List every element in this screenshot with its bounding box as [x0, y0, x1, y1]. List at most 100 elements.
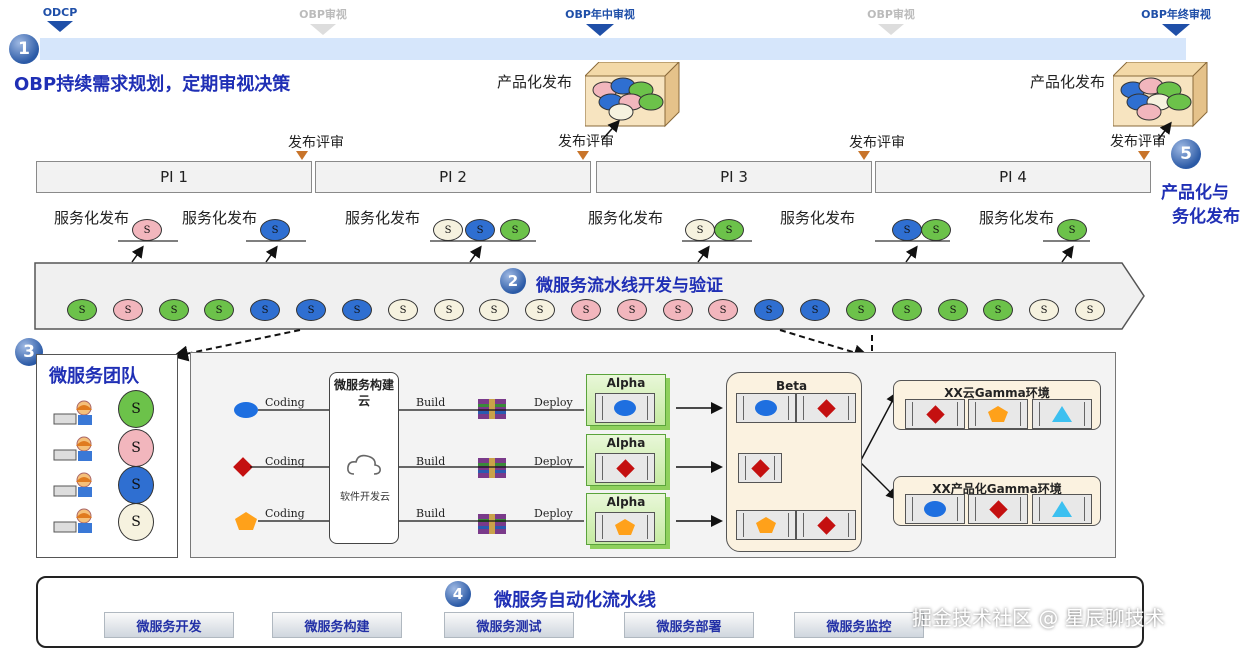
beta-label: Beta: [776, 379, 808, 393]
pipeline-service-icon: S: [1029, 299, 1059, 321]
gamma-slot: [1032, 399, 1092, 429]
milestone-obp-review-1: OBP审视: [288, 6, 358, 35]
service-icon: S: [500, 219, 530, 241]
red-service-shape: [816, 515, 836, 535]
build-cloud: [329, 372, 399, 544]
beta-slot: [738, 453, 782, 483]
cyan-service-shape: [1052, 501, 1072, 517]
deploy-label: Deploy: [534, 455, 573, 468]
pipeline-service-icon: S: [67, 299, 97, 321]
pipeline-service-icon: S: [663, 299, 693, 321]
pipeline-service-icon: S: [296, 299, 326, 321]
milestone-marker: [878, 24, 904, 35]
gamma-product-title: XX产品化Gamma环境: [932, 482, 1062, 496]
pipeline-service-icon: S: [617, 299, 647, 321]
pi-box-3: PI 3: [596, 161, 872, 193]
build-label: Build: [416, 507, 446, 520]
developer-icon: [53, 508, 92, 533]
pipeline-service-icon: S: [342, 299, 372, 321]
pipeline-title: 微服务流水线开发与验证: [536, 276, 723, 296]
developer-icon: [53, 472, 92, 497]
pipeline-service-icon: S: [571, 299, 601, 321]
review-marker: [577, 151, 589, 160]
alpha-label: Alpha: [606, 376, 646, 390]
build-label: Build: [416, 455, 446, 468]
milestone-label: OBP年中审视: [565, 8, 635, 21]
milestone-label: ODCP: [42, 6, 78, 19]
deploy-label: Deploy: [534, 396, 573, 409]
release-review-label: 发布评审: [849, 135, 905, 151]
release-review-label: 发布评审: [558, 134, 614, 150]
orange-service-shape: [756, 517, 776, 533]
pipeline-service-icon: S: [434, 299, 464, 321]
package-icon: [478, 458, 506, 478]
coding-label: Coding: [265, 455, 305, 468]
pipeline-service-icon: S: [1075, 299, 1105, 321]
pipeline-service-icon: S: [159, 299, 189, 321]
product-release-label-2: 产品化发布: [1030, 73, 1106, 91]
team-title: 微服务团队: [49, 366, 139, 387]
gamma-slot: [905, 494, 965, 524]
milestone-marker: [310, 24, 336, 35]
build-cloud-title: 微服务构建云: [333, 378, 394, 408]
cyan-service-shape: [1052, 406, 1072, 422]
milestone-odcp: ODCP: [30, 6, 90, 32]
beta-slot: [736, 510, 796, 540]
red-service-shape: [816, 398, 836, 418]
alpha-env-3: Alpha: [586, 493, 666, 545]
pipeline-service-icon: S: [892, 299, 922, 321]
build-label: Build: [416, 396, 446, 409]
team-service-icon: S: [118, 466, 154, 504]
milestone-obp-midyear: OBP年中审视: [558, 6, 642, 36]
step-5-badge: 5: [1171, 139, 1201, 169]
release-review-label: 发布评审: [288, 135, 344, 151]
service-release-label: 服务化发布: [979, 209, 1055, 227]
alpha-label: Alpha: [606, 495, 646, 509]
build-cloud-subtitle: 软件开发云: [340, 492, 390, 503]
automation-title: 微服务自动化流水线: [494, 590, 656, 611]
product-cube-2: [1113, 62, 1208, 128]
stage-build: 微服务构建: [272, 612, 402, 638]
review-marker: [1138, 151, 1150, 160]
team-service-icon: S: [118, 503, 154, 541]
milestone-marker: [586, 24, 614, 36]
blue-service-shape: [614, 400, 636, 416]
pi-box-4: PI 4: [875, 161, 1151, 193]
pipeline-service-icon: S: [525, 299, 555, 321]
step-1-title: OBP持续需求规划，定期审视决策: [14, 74, 291, 95]
review-marker: [858, 151, 870, 160]
milestone-label: OBP年终审视: [1141, 8, 1211, 21]
coding-label: Coding: [265, 507, 305, 520]
product-cube-1: [585, 62, 680, 128]
service-release-label: 服务化发布: [345, 209, 421, 227]
red-service-shape: [925, 404, 945, 424]
blue-service-shape: [234, 402, 258, 418]
alpha-env-1: Alpha: [586, 374, 666, 426]
milestone-label: OBP审视: [299, 8, 347, 21]
cloud-icon: [347, 454, 381, 475]
gamma-cloud-title: XX云Gamma环境: [944, 386, 1050, 400]
deploy-label: Deploy: [534, 507, 573, 520]
milestone-obp-yearend: OBP年终审视: [1134, 6, 1218, 36]
blue-service-shape: [924, 501, 946, 517]
milestone-obp-review-2: OBP审视: [856, 6, 926, 35]
review-marker: [296, 151, 308, 160]
pipeline-service-icon: S: [204, 299, 234, 321]
pipeline-service-icon: S: [846, 299, 876, 321]
milestone-marker: [47, 21, 73, 32]
pi-box-1: PI 1: [36, 161, 312, 193]
milestone-marker: [1162, 24, 1190, 36]
step-4-badge: 4: [445, 581, 471, 607]
team-service-icon: S: [118, 390, 154, 428]
alpha-env-2: Alpha: [586, 434, 666, 486]
gamma-slot: [1032, 494, 1092, 524]
stage-monitor: 微服务监控: [794, 612, 924, 638]
gamma-slot: [968, 494, 1028, 524]
pipeline-service-icon: S: [708, 299, 738, 321]
coding-label: Coding: [265, 396, 305, 409]
pipeline-service-icon: S: [388, 299, 418, 321]
service-release-label: 服务化发布: [588, 209, 664, 227]
